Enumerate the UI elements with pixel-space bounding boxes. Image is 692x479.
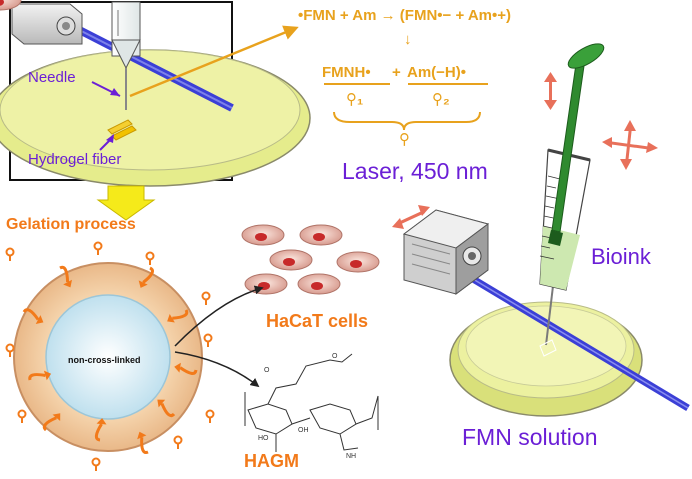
radical-path-arrow [172,309,189,320]
radical-q: ⚲ [399,131,410,148]
radical-marker [93,241,103,255]
gelation-process-label: Gelation process [6,216,136,233]
radical-arrowhead [138,280,148,288]
hagm-label: HAGM [244,451,299,471]
radical-path-arrow [142,266,154,284]
radical-marker [203,333,213,347]
radical-marker [201,291,211,305]
hagm-structure [244,353,379,452]
gold-connector-arrow [129,25,299,98]
radical-arrowhead [63,279,72,288]
radical-arrowhead [174,362,181,373]
product-plus: + [392,64,401,81]
laser-module [402,209,490,295]
arrow-to-cells [174,285,264,347]
move-arrow-diagonal [392,205,430,229]
product-brace [333,111,481,131]
radical-arrowhead [167,313,175,323]
reaction-line-1: •FMN + Am → (FMN•− + Am•+) [298,7,511,24]
radical-path-arrow [179,366,198,375]
hagm-atom-oh1: HO [258,435,269,442]
radical-path-arrow [160,402,176,418]
radical-path-arrow [94,423,103,442]
hagm-atom-oh2: OH [298,427,309,434]
bioink-label: Bioink [591,244,651,269]
radical-arrowhead [52,413,61,422]
radical-arrowhead [35,315,44,324]
core-label: non-cross-linked [68,355,141,365]
radical-q1: ⚲₁ [346,91,364,108]
inset-syringe [111,1,141,110]
radical-q2: ⚲₂ [432,91,450,108]
radical-path-arrow [59,265,70,283]
radical-path-arrow [22,308,40,321]
hydrogel-fiber-label: Hydrogel fiber [28,151,122,168]
radical-path-arrow [28,373,46,381]
needle-label: Needle [28,69,76,86]
hagm-atom-nh: NH [346,453,356,460]
inset-panel [0,1,311,187]
move-arrow-vertical [544,72,557,110]
move-arrow-cross [602,120,658,170]
hacat-cells-label: HaCaT cells [266,311,369,331]
inset-laser-unit [11,3,83,45]
radical-arrowhead [137,431,147,440]
petri-dish [449,301,643,417]
reaction-down-arrow: ↓ [404,31,412,48]
hagm-atom-o2: O [332,353,338,360]
bioink-syringe [539,43,605,346]
laser-label: Laser, 450 nm [342,158,488,184]
radical-marker [91,457,101,471]
radical-marker [5,247,15,261]
radical-arrowhead [96,418,107,425]
printed-fiber [539,339,557,357]
product-right: Am(−H)• [407,64,467,81]
radical-marker [145,251,155,265]
product-left: FMNH• [322,64,371,81]
radical-arrowhead [157,399,166,408]
radical-marker [5,343,15,357]
radical-arrowhead [43,370,52,381]
arrow-to-hagm [174,351,260,388]
down-block-arrow [96,185,156,221]
radical-marker [205,409,215,423]
radical-marker [17,409,27,423]
gelation-sphere [13,262,203,452]
radical-marker [173,435,183,449]
radical-path-arrow [140,437,149,454]
radical-path-arrow [42,416,57,432]
inset-hydrogel-fiber [107,119,137,141]
fmn-solution-label: FMN solution [462,424,598,450]
hagm-atom-o1: O [264,367,270,374]
hacat-cells [0,0,380,295]
